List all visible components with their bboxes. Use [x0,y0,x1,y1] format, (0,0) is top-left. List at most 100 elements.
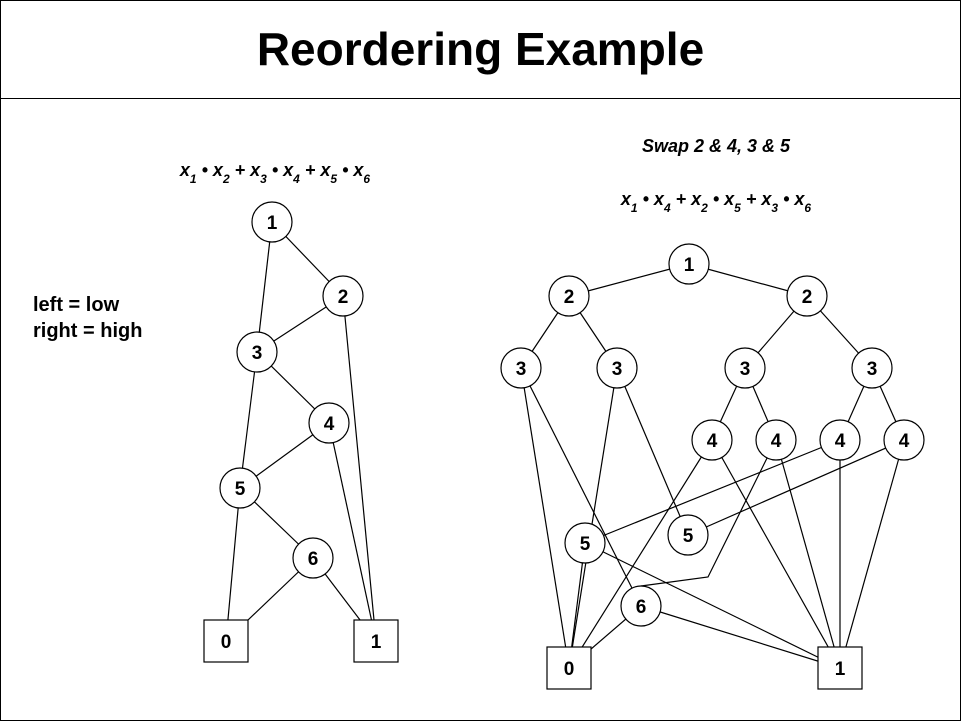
node-label: 1 [371,632,382,653]
bdd-node: 3 [851,347,893,389]
bdd-node: 4 [819,419,861,461]
title-bar: Reordering Example [1,1,960,99]
slide-title: Reordering Example [256,23,705,75]
bdd-node: 4 [755,419,797,461]
bdd-node: 4 [308,402,350,444]
node-label: 4 [899,431,910,452]
node-circle [786,275,828,317]
terminal-box [353,619,399,663]
terminal-box [817,646,863,690]
labels: x1 • x2 + x3 • x4 + x5 • x6 left = low rig… [33,136,811,342]
note-right-high: right = high [33,320,142,342]
node-circle [308,402,350,444]
node-circle [667,514,709,556]
node-circle [292,537,334,579]
edge-R5a-R1t [584,542,841,669]
edge-L3-L5 [239,351,258,489]
node-circle [322,275,364,317]
node-label: 4 [324,414,335,435]
edge-R4b-R1t [775,439,841,669]
node-label: 4 [771,431,782,452]
node-circle [755,419,797,461]
right-expression: x1 • x4 + x2 • x5 + x3 • x6 [620,189,812,215]
bdd-node: 2 [322,275,364,317]
terminal-node: 1 [817,646,863,690]
node-label: 6 [308,549,319,570]
node-label: 1 [835,659,846,680]
node-circle [500,347,542,389]
bdd-node: 5 [564,522,606,564]
bdd-node: 2 [786,275,828,317]
node-label: 3 [740,359,751,380]
terminal-node: 0 [546,646,592,690]
edge-L5-L0t [225,487,241,642]
nodes: 1 2 3 4 5 6 0 1 1 2 2 3 3 3 3 4 4 4 4 5 5 6 0 1 [203,201,925,690]
node-circle [219,467,261,509]
terminal-box [546,646,592,690]
node-label: 3 [867,359,878,380]
bdd-node: 6 [292,537,334,579]
node-circle [691,419,733,461]
node-circle [596,347,638,389]
node-label: 5 [580,534,591,555]
edge-R4d-R1t [839,439,905,669]
node-circle [724,347,766,389]
edge-R3a-R6 [520,367,642,607]
edge-L4-L1t [328,422,377,642]
edge-R3b-R0t [568,367,618,669]
edge-R4a-R1t [711,439,841,669]
node-label: 2 [564,287,575,308]
node-circle [548,275,590,317]
node-circle [620,585,662,627]
bdd-node: 4 [691,419,733,461]
edge-L1-L3 [256,221,273,353]
edge-R6-R4b [640,439,777,587]
bdd-node: 5 [667,514,709,556]
edge-R4c-R5a [584,439,841,544]
node-circle [236,331,278,373]
terminal-box [203,619,249,663]
node-label: 3 [612,359,623,380]
note-left-low: left = low [33,294,120,316]
node-label: 4 [707,431,718,452]
bdd-node: 3 [500,347,542,389]
node-label: 3 [252,343,263,364]
node-label: 2 [338,287,349,308]
node-circle [668,243,710,285]
terminal-node: 1 [353,619,399,663]
bdd-node: 1 [668,243,710,285]
node-label: 4 [835,431,846,452]
node-circle [883,419,925,461]
node-label: 6 [636,597,647,618]
node-label: 1 [267,213,278,234]
node-circle [851,347,893,389]
node-circle [564,522,606,564]
node-label: 3 [516,359,527,380]
bdd-node: 3 [236,331,278,373]
bdd-node: 4 [883,419,925,461]
edge-R3a-R0t [520,367,570,669]
bdd-node: 3 [724,347,766,389]
edge-R1-R2a [568,263,690,297]
bdd-node: 1 [251,201,293,243]
node-label: 5 [235,479,246,500]
node-label: 0 [564,659,575,680]
edge-R4d-R5b [687,439,905,536]
edge-R6-R1t [640,605,841,669]
bdd-node: 5 [219,467,261,509]
left-expression: x1 • x2 + x3 • x4 + x5 • x6 [179,160,371,186]
right-caption: Swap 2 & 4, 3 & 5 [642,136,791,156]
node-label: 1 [684,255,695,276]
node-label: 0 [221,632,232,653]
node-circle [251,201,293,243]
node-circle [819,419,861,461]
edge-R3b-R5b [616,367,689,536]
bdd-node: 2 [548,275,590,317]
edge-R4a-R0t [568,439,713,669]
node-label: 5 [683,526,694,547]
bdd-node: 6 [620,585,662,627]
bdd-node: 3 [596,347,638,389]
node-label: 2 [802,287,813,308]
